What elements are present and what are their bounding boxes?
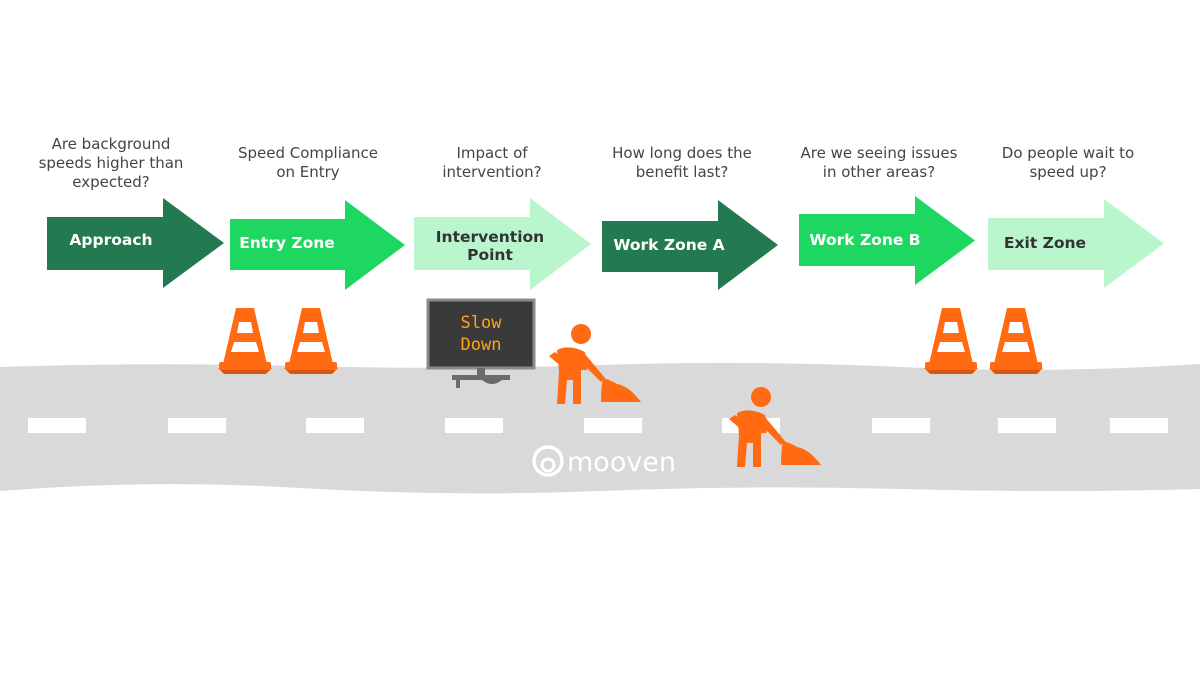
traffic-cone-icon [924, 308, 978, 374]
message-sign-icon: Slow Down [426, 298, 536, 388]
lane-dash [872, 418, 930, 433]
traffic-cone-icon [989, 308, 1043, 374]
lane-dash [998, 418, 1056, 433]
stage-label-entry-zone: Entry Zone [239, 234, 335, 252]
stage-arrow-exit-zone [988, 199, 1164, 288]
traffic-cone-icon [284, 308, 338, 374]
sign-line-2: Down [461, 335, 502, 355]
mooven-logo: mooven [532, 445, 676, 478]
stage-arrows [47, 196, 1164, 290]
stage-arrow-intervention-point [414, 198, 591, 290]
stage-arrow-approach [47, 198, 224, 288]
stage-label-work-zone-b: Work Zone B [809, 231, 921, 249]
traffic-cone-icon [218, 308, 272, 374]
stage-label-intervention-point: Intervention Point [435, 228, 545, 264]
stage-question-work-zone-a: How long does the benefit last? [612, 144, 752, 181]
stage-label-work-zone-a: Work Zone A [613, 236, 725, 254]
road-worker-icon [549, 324, 641, 404]
stage-arrow-work-zone-b [799, 196, 975, 285]
lane-dash [1110, 418, 1168, 433]
brand-name: mooven [567, 447, 676, 478]
stage-question-entry-zone: Speed Compliance on Entry [237, 144, 379, 181]
stage-question-approach: Are background speeds higher than expect… [38, 135, 184, 191]
stage-label-approach: Approach [69, 231, 153, 249]
lane-dash [306, 418, 364, 433]
road-worker-icon [729, 387, 821, 467]
stage-arrow-entry-zone [230, 200, 405, 290]
stage-label-exit-zone: Exit Zone [1003, 234, 1087, 252]
lane-dash [28, 418, 86, 433]
lane-dash [584, 418, 642, 433]
lane-dash [168, 418, 226, 433]
lane-dash [445, 418, 503, 433]
stage-question-intervention-point: Impact of intervention? [442, 144, 542, 181]
stage-question-work-zone-b: Are we seeing issues in other areas? [800, 144, 958, 181]
stage-arrow-work-zone-a [602, 200, 778, 290]
sign-line-1: Slow [461, 313, 503, 333]
stage-question-exit-zone: Do people wait to speed up? [1001, 144, 1135, 181]
